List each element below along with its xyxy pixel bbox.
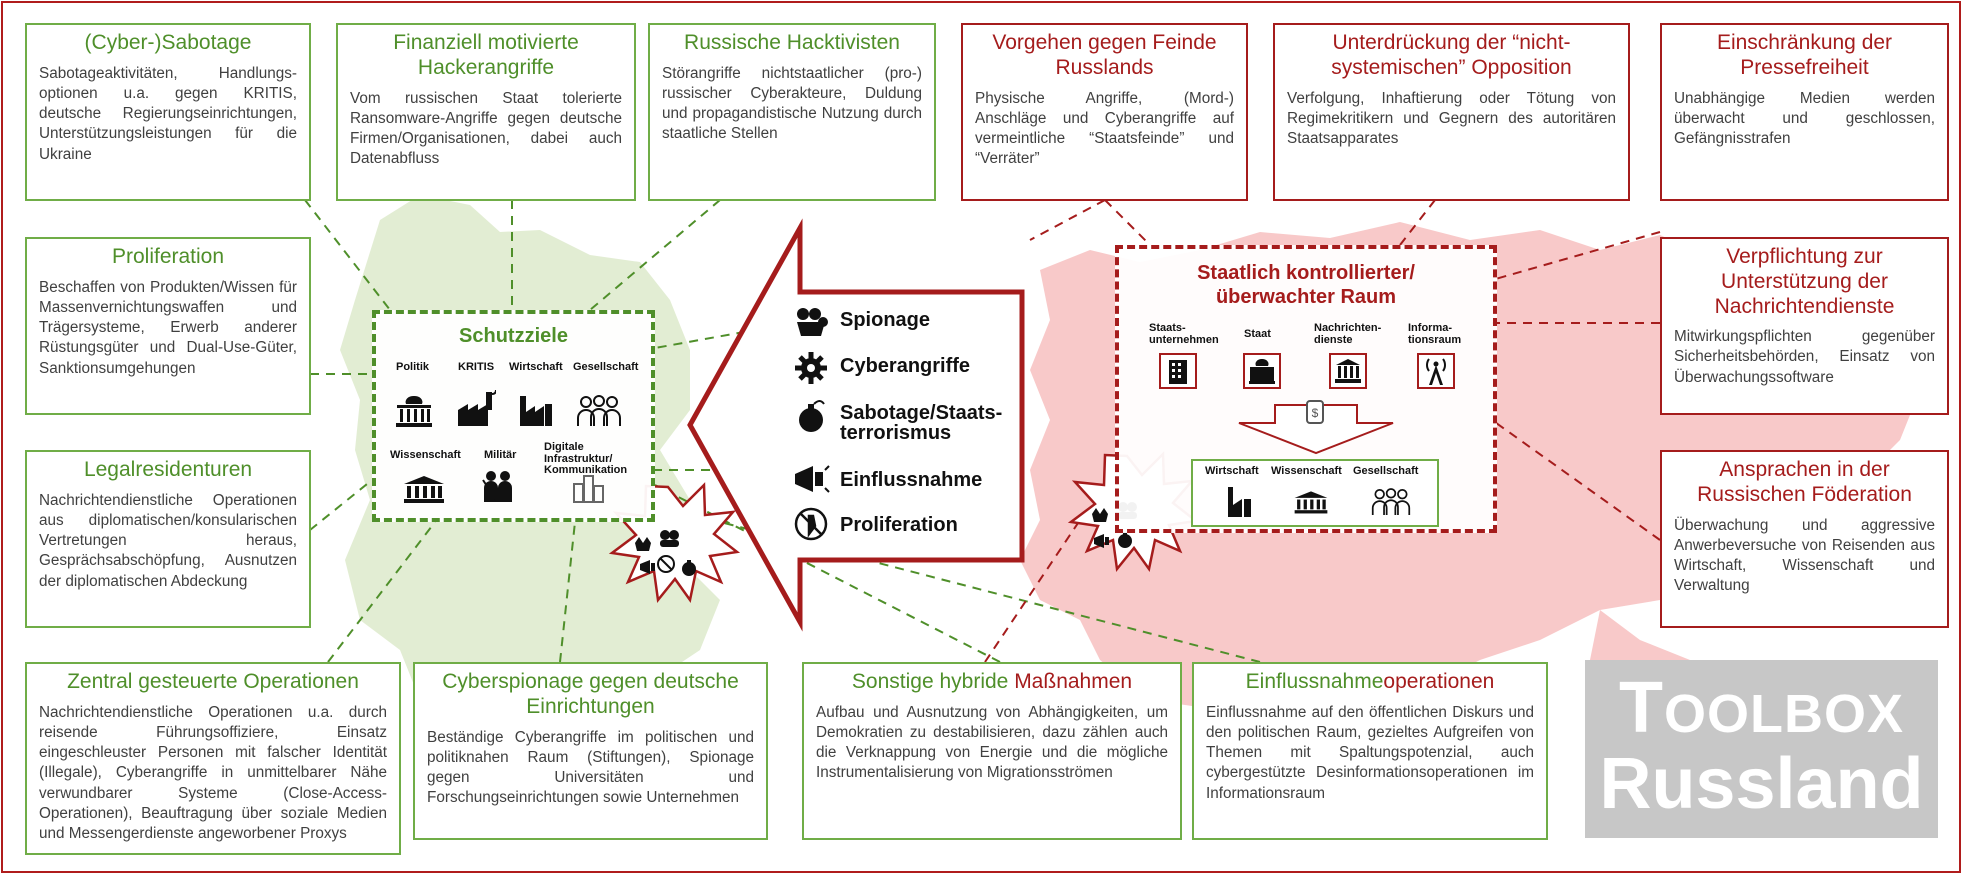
toolbox-russland-logo: TOOLBOX Russland (1585, 660, 1938, 838)
box-verpflichtung-nachrichtendienste: Verpflichtung zur Unterstützung der Nach… (1660, 237, 1949, 415)
box-title: Russische Hacktivisten (684, 31, 900, 54)
box-text: Nachrichtendienstliche Operationen u.a. … (39, 703, 387, 842)
box-title: Proliferation (111, 245, 225, 268)
box-title: Legalresidenturen (83, 458, 253, 481)
box-title: Zentral gesteuerte Operationen (67, 670, 359, 693)
controlled-society-box: Wirtschaft Wissenschaft Gesellschaft (1191, 459, 1439, 527)
label-wissenschaft-inner: Wissenschaft (1271, 465, 1342, 477)
box-unterdrueckung-opposition: Unterdrückung der “nicht-systemischen” O… (1273, 23, 1630, 201)
label-nachrichtendienste: Nachrichten-dienste (1314, 322, 1382, 346)
box-title: Vorgehen gegen Feinde Russlands (992, 31, 1217, 79)
box-sonstige-hybride-massnahmen: Sonstige hybride Maßnahmen Aufbau und Au… (802, 662, 1182, 840)
down-arrow-icon: $ (1238, 400, 1394, 455)
box-text: Überwachung und aggressive Anwerbeversuc… (1674, 516, 1935, 595)
box-text: Vom russischen Staat tolerierte Ransomwa… (350, 89, 622, 168)
label-kritis: KRITIS (458, 361, 495, 373)
label-gesellschaft-inner: Gesellschaft (1353, 465, 1419, 477)
title-part-red: operationen (1383, 670, 1495, 693)
box-text: Aufbau und Ausnutzung von Abhängigkeiten… (816, 703, 1168, 782)
logo-line-1: TOOLBOX (1585, 672, 1938, 744)
label-informationsraum: Informa-tionsraum (1408, 322, 1462, 346)
box-title: Finanziell motivierte Hackerangriffe (393, 31, 579, 79)
threat-sabotage-staatsterrorismus: Sabotage/Staats- terrorismus (840, 402, 1003, 444)
box-russische-hacktivisten: Russische Hacktivisten Störangriffe nich… (648, 23, 936, 201)
city-infrastructure-icon (573, 475, 604, 503)
staatlich-kontrollierter-raum-zone: Staatlich kontrollierter/ überwachter Ra… (1115, 245, 1497, 533)
label-wirtschaft-inner: Wirtschaft (1205, 465, 1259, 477)
box-text: Einflussnahme auf den öffentlichen Disku… (1206, 703, 1534, 802)
box-zentral-gesteuerte-operationen: Zentral gesteuerte Operationen Nachricht… (25, 662, 401, 855)
parliament-icon (396, 395, 432, 427)
box-text: Störangriffe nichtstaatlicher (pro-) rus… (662, 64, 922, 143)
threat-proliferation: Proliferation (840, 514, 958, 536)
box-finanziell-motivierte-hackerangriffe: Finanziell motivierte Hackerangriffe Vom… (336, 23, 636, 201)
title-part-red: Maßnahmen (1014, 670, 1133, 693)
box-cyber-sabotage: (Cyber-)Sabotage Sabotageaktivitäten, Ha… (25, 23, 311, 201)
factory-icon (1228, 487, 1251, 517)
box-text: Verfolgung, Inhaftierung oder Tötung von… (1287, 89, 1616, 147)
box-title: Unterdrückung der “nicht-systemischen” O… (1331, 31, 1572, 79)
svg-text:$: $ (1312, 406, 1319, 420)
box-title: Einflussnahmeoperationen (1206, 670, 1534, 695)
schutzziele-zone: Schutzziele Politik KRITIS Wirtschaft Ge… (372, 310, 655, 522)
box-text: Physische Angriffe, (Mord-) Anschläge un… (975, 89, 1234, 168)
factory-wirtschaft-icon (520, 396, 552, 426)
label-gesellschaft: Gesellschaft (573, 361, 639, 373)
label-digitale-infrastruktur: Digitale Infrastruktur/ Kommunikation (544, 441, 628, 477)
staat-raum-title: Staatlich kontrollierter/ überwachter Ra… (1197, 262, 1415, 308)
box-vorgehen-gegen-feinde-russlands: Vorgehen gegen Feinde Russlands Physisch… (961, 23, 1248, 201)
box-title: Einschränkung der Pressefreiheit (1716, 31, 1893, 79)
people-group-icon (577, 395, 621, 426)
logo-cap-letter: T (1619, 668, 1664, 748)
box-title: Verpflichtung zur Unterstützung der Nach… (1714, 245, 1895, 318)
factory-kritis-icon (458, 390, 496, 426)
box-text: Unabhängige Medien werden überwacht und … (1674, 89, 1935, 147)
box-text: Mitwirkungspflichten gegenüber Sicherhei… (1674, 328, 1935, 386)
threat-einflussnahme: Einflussnahme (840, 469, 983, 491)
box-cyberspionage: Cyberspionage gegen deutsche Einrichtung… (413, 662, 768, 840)
people-group-icon (1371, 488, 1411, 516)
box-title: Cyberspionage gegen deutsche Einrichtung… (442, 670, 739, 718)
label-wirtschaft: Wirtschaft (509, 361, 563, 373)
logo-small-caps: OOLBOX (1663, 684, 1904, 744)
label-wissenschaft: Wissenschaft (390, 449, 461, 461)
soldiers-icon (482, 471, 512, 502)
label-politik: Politik (396, 361, 430, 373)
box-legalresidenturen: Legalresidenturen Nachrichtendienstliche… (25, 450, 311, 628)
state-company-icon (1159, 353, 1197, 389)
box-title: Sonstige hybride Maßnahmen (816, 670, 1168, 695)
box-proliferation: Proliferation Beschaffen von Produkten/W… (25, 237, 311, 415)
threat-cyberangriffe: Cyberangriffe (840, 355, 971, 377)
logo-line-2: Russland (1599, 744, 1924, 824)
state-building-icon (1243, 353, 1281, 389)
university-icon (404, 476, 444, 503)
university-icon (1294, 491, 1328, 514)
box-title: (Cyber-)Sabotage (84, 31, 252, 54)
intelligence-service-icon (1329, 353, 1367, 389)
box-text: Beständige Cyberangriffe im politischen … (427, 728, 754, 807)
box-text: Nachrichtendienstliche Operationen aus d… (39, 491, 297, 590)
label-staatsunternehmen: Staats-unternehmen (1149, 322, 1219, 346)
title-part-green: Einflussnahme (1245, 670, 1384, 693)
label-militaer: Militär (484, 449, 517, 461)
schutzziele-title: Schutzziele (459, 325, 568, 347)
box-text: Sabotageaktivitäten, Handlungs­optionen … (39, 64, 297, 163)
broadcast-tower-icon (1417, 353, 1455, 389)
threat-spionage: Spionage (840, 309, 931, 331)
box-ansprachen-russische-foederation: Ansprachen in der Russischen Föderation … (1660, 450, 1949, 628)
label-staat: Staat (1244, 328, 1271, 340)
box-text: Beschaffen von Produkten/Wissen für Mass… (39, 278, 297, 377)
box-einflussnahmeoperationen: Einflussnahmeoperationen Einflussnahme a… (1192, 662, 1548, 840)
title-part-green: Sonstige hybride (851, 670, 1015, 693)
threat-arrow (687, 218, 1025, 632)
box-title: Ansprachen in der Russischen Föderation (1697, 458, 1912, 506)
box-einschraenkung-pressefreiheit: Einschränkung der Pressefreiheit Unabhän… (1660, 23, 1949, 201)
